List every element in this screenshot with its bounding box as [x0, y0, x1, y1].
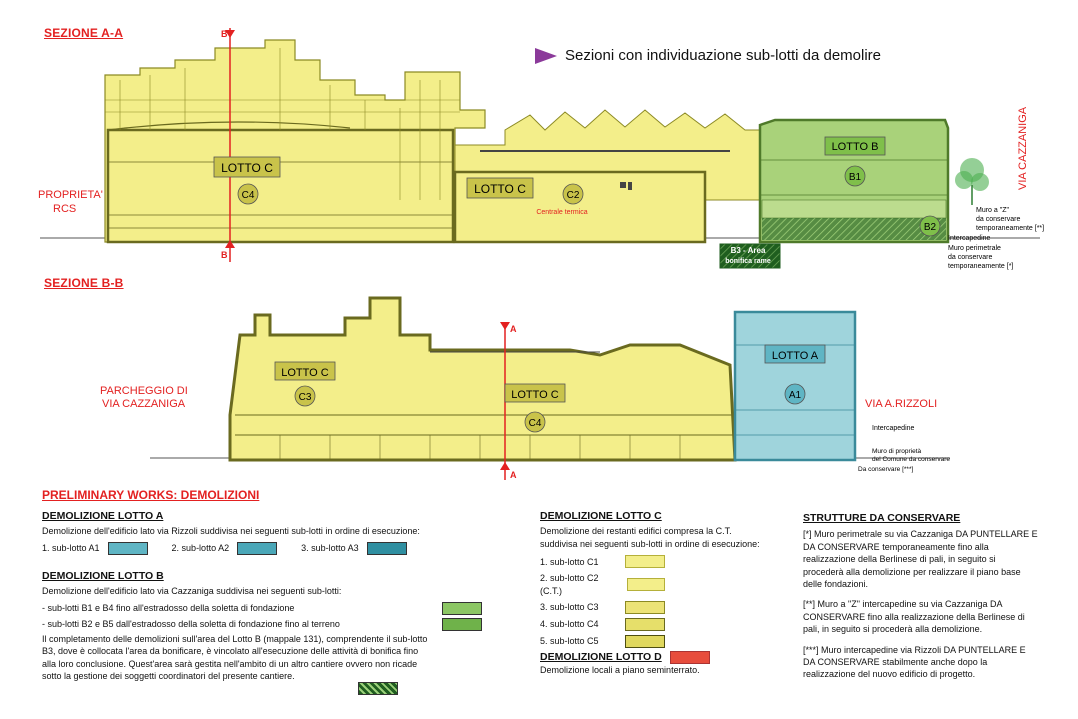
b2-label: B2 [924, 222, 937, 233]
legend-lotto-c: DEMOLIZIONE LOTTO C Demolizione dei rest… [540, 510, 780, 649]
sub-lotto-c1: 1. sub-lotto C1 [540, 556, 599, 567]
swatch-c5 [625, 635, 665, 649]
strutture-p2: [**] Muro a "Z" intercapedine su via Caz… [803, 599, 1025, 635]
strutture-title: STRUTTURE DA CONSERVARE [803, 512, 961, 524]
section-a-notes: Muro a "Z" da conservare temporaneamente… [948, 207, 1044, 270]
swatch-b2 [442, 617, 482, 631]
left-label-1: PROPRIETA' [38, 189, 103, 201]
lotto-c-b-label-1: LOTTO C [281, 367, 329, 379]
legend-lotto-d: DEMOLIZIONE LOTTO D Demolizione locali a… [540, 651, 780, 676]
lotto-a-title: DEMOLIZIONE LOTTO A [42, 510, 164, 522]
svg-text:Intercapedine: Intercapedine [948, 235, 991, 242]
c2-label: C2 [567, 190, 580, 201]
parcheggio-label-2: VIA CAZZANIGA [102, 398, 186, 410]
main-title-text: Sezioni con individuazione sub-lotti da … [565, 47, 882, 64]
section-aa-drawing: B B LOTTO C C4 LOTTO C C2 Centrale termi… [38, 28, 1044, 270]
via-rizzoli-label: VIA A.RIZZOLI [865, 398, 937, 410]
swatch-d [669, 651, 710, 664]
sub-lotto-a3: 3. sub-lotto A3 [301, 543, 359, 554]
section-a-left-building [104, 39, 486, 244]
tree-icon [955, 158, 989, 205]
lotto-b-desc: Demolizione dell'edificio lato via Cazza… [42, 586, 342, 597]
c3-label: C3 [299, 392, 312, 403]
sub-lotto-c5: 5. sub-lotto C5 [540, 636, 599, 647]
section-bb-title: SEZIONE B-B [44, 276, 124, 290]
sub-lotto-c4: 4. sub-lotto C4 [540, 619, 599, 630]
strutture-p3: [***] Muro intercapedine via Rizzoli DA … [803, 644, 1026, 680]
swatch-a1 [107, 541, 148, 555]
strutture-p1: [*] Muro perimetrale su via Cazzaniga DA… [803, 529, 1038, 590]
left-label-2: RCS [53, 203, 76, 215]
sub-lotto-c2: 2. sub-lotto C2 (C.T.) [540, 573, 599, 596]
lotto-c-desc2: suddivisa nei seguenti sub-lotti in ordi… [540, 538, 760, 549]
lotto-b-title: DEMOLIZIONE LOTTO B [42, 570, 164, 582]
sub-lotto-a1: 1. sub-lotto A1 [42, 543, 100, 554]
cut-a-bottom: A [510, 470, 517, 480]
svg-text:da conservare: da conservare [976, 216, 1020, 223]
legend-lotto-b: DEMOLIZIONE LOTTO B Demolizione dell'edi… [42, 570, 482, 695]
legend-strutture: STRUTTURE DA CONSERVARE [*] Muro perimet… [803, 512, 1038, 681]
cut-label-bottom: B [221, 250, 228, 260]
swatch-b1 [442, 601, 482, 615]
lotto-c-label-2: LOTTO C [474, 182, 526, 196]
lotto-b-item1: - sub-lotti B1 e B4 fino all'estradosso … [42, 603, 295, 614]
lotto-a-label: LOTTO A [772, 350, 819, 362]
section-aa-title: SEZIONE A-A [44, 26, 124, 40]
sub-lotto-c3: 3. sub-lotto C3 [540, 602, 599, 613]
svg-text:del Comune da conservare: del Comune da conservare [872, 456, 950, 463]
c4-b-label: C4 [529, 418, 542, 429]
preliminary-works-title: PRELIMINARY WORKS: DEMOLIZIONI [42, 488, 260, 502]
c4-label: C4 [242, 190, 255, 201]
svg-text:Muro di proprietà: Muro di proprietà [872, 448, 922, 455]
lotto-c-desc1: Demolizione dei restanti edifici compres… [540, 526, 732, 537]
svg-text:Muro perimetrale: Muro perimetrale [948, 245, 1001, 252]
arrow-icon [535, 47, 557, 64]
section-b-left-building [228, 296, 737, 462]
swatch-a3 [366, 541, 407, 555]
lotto-d-title: DEMOLIZIONE LOTTO D [540, 651, 662, 664]
swatch-c4 [625, 618, 665, 632]
lotto-a-desc: Demolizione dell'edificio lato via Rizzo… [42, 526, 420, 537]
b3-area [719, 243, 781, 269]
swatch-c2 [626, 578, 665, 592]
swatch-c1 [625, 555, 665, 569]
svg-text:da conservare: da conservare [948, 254, 992, 261]
lotto-b-item2: - sub-lotti B2 e B5 dall'estradosso dell… [42, 619, 340, 630]
section-a-middle-building [453, 109, 761, 244]
svg-text:Intercapedine: Intercapedine [872, 425, 915, 432]
svg-text:temporaneamente [**]: temporaneamente [**] [976, 225, 1044, 232]
b3-label-2: bonifica rame [725, 258, 771, 265]
section-b-lotto-a-building [733, 310, 857, 462]
centrale-termica-label: Centrale termica [536, 209, 587, 216]
lotto-c-title: DEMOLIZIONE LOTTO C [540, 510, 662, 522]
svg-text:temporaneamente [*]: temporaneamente [*] [948, 263, 1013, 270]
b3-label-1: B3 - Area [731, 246, 766, 255]
swatch-c3 [625, 601, 665, 615]
via-cazzaniga-label: VIA CAZZANIGA [1017, 106, 1029, 190]
lotto-c-b-label-2: LOTTO C [511, 389, 559, 401]
legend-lotto-a: DEMOLIZIONE LOTTO A Demolizione dell'edi… [42, 510, 482, 555]
section-bb-drawing: A A LOTTO C C3 LOTTO C C4 LOTTO A A1 PAR… [100, 296, 950, 480]
swatch-b3 [358, 682, 398, 695]
section-b-notes: Intercapedine Muro di proprietà del Comu… [858, 425, 950, 473]
lotto-b-label: LOTTO B [832, 141, 879, 153]
swatch-a2 [237, 541, 278, 555]
sub-lotto-a2: 2. sub-lotto A2 [171, 543, 230, 554]
cut-a-top: A [510, 324, 517, 334]
b1-label: B1 [849, 172, 862, 183]
lotto-b-text: Il completamento delle demolizioni sull'… [42, 633, 428, 682]
cut-label-top: B [221, 29, 228, 39]
lotto-d-desc: Demolizione locali a piano seminterrato. [540, 665, 700, 675]
parcheggio-label-1: PARCHEGGIO DI [100, 385, 188, 397]
main-title: Sezioni con individuazione sub-lotti da … [535, 47, 881, 64]
lotto-c-label-1: LOTTO C [221, 161, 273, 175]
svg-text:Muro a "Z": Muro a "Z" [976, 207, 1009, 214]
svg-text:Da conservare [***]: Da conservare [***] [858, 466, 913, 473]
a1-label: A1 [789, 390, 802, 401]
